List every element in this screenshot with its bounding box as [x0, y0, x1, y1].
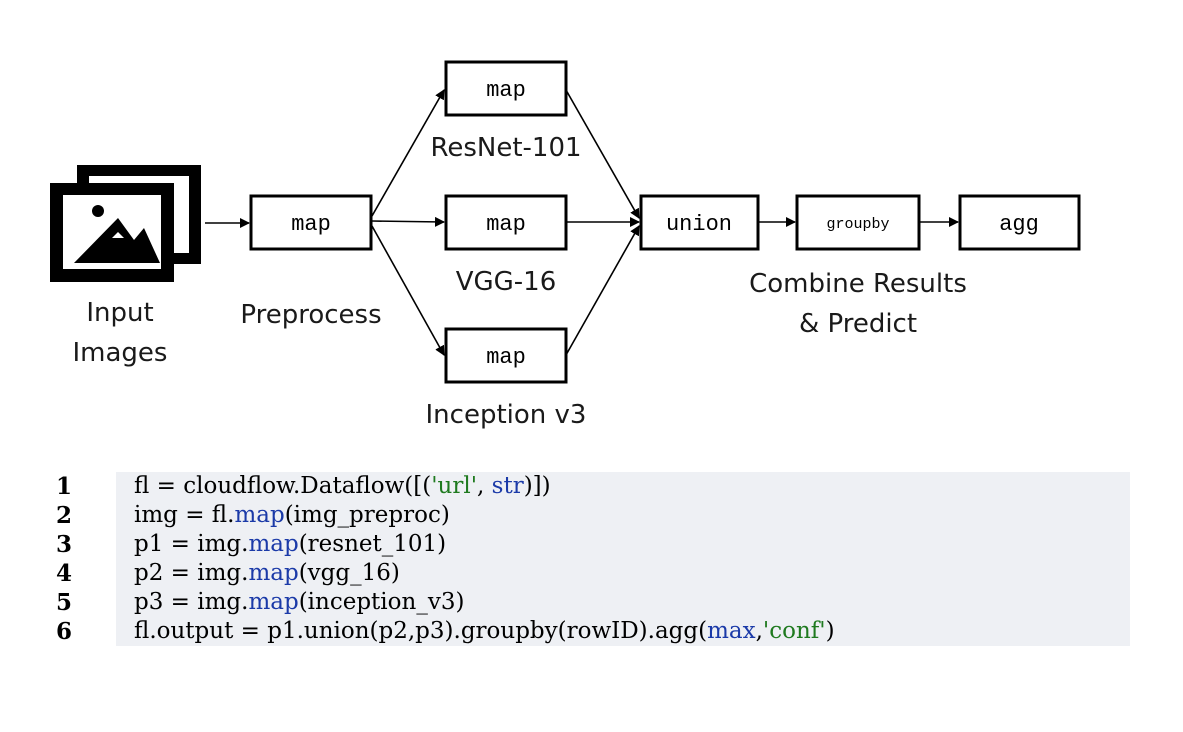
line-number: 3 — [56, 531, 73, 558]
inception-map-label: map — [486, 345, 526, 370]
edges — [205, 89, 959, 356]
code-token: p3 = img. — [134, 589, 249, 615]
code-token: )]) — [523, 473, 551, 499]
code-text: fl.output = p1.union(p2,p3).groupby(rowI… — [116, 617, 1130, 646]
preprocess-map-box — [249, 194, 373, 251]
code-text: p1 = img.map(resnet_101) — [116, 530, 1130, 559]
vgg-map-label: map — [486, 212, 526, 237]
code-line: 5 p3 = img.map(inception_v3) — [40, 588, 1130, 617]
code-keyword: map — [234, 502, 285, 528]
edge-inception-union — [565, 225, 640, 356]
edge-resnet-union — [565, 89, 640, 219]
combine-label-line2: & Predict — [799, 309, 917, 339]
code-token: fl.output = p1.union(p2,p3).groupby(rowI… — [134, 618, 708, 644]
code-token: , — [477, 473, 492, 499]
inception-label: Inception v3 — [426, 400, 587, 430]
code-token: (resnet_101) — [298, 531, 447, 557]
combine-label-line1: Combine Results — [749, 269, 967, 299]
code-token: p2 = img. — [134, 560, 249, 586]
code-token: ) — [825, 618, 835, 644]
code-token: (inception_v3) — [298, 589, 465, 615]
code-string: 'url' — [431, 473, 478, 499]
code-line: 4 p2 = img.map(vgg_16) — [40, 559, 1130, 588]
agg-box-label: agg — [999, 212, 1039, 237]
agg-box — [958, 194, 1081, 251]
code-text: p3 = img.map(inception_v3) — [116, 588, 1130, 617]
code-line: 3 p1 = img.map(resnet_101) — [40, 530, 1130, 559]
vgg-map-box — [444, 194, 568, 251]
union-box — [639, 194, 760, 251]
resnet-map-label: map — [486, 78, 526, 103]
dataflow-diagram: Input Images map Preprocess map ResNet-1… — [50, 60, 1081, 430]
union-box-label: union — [666, 212, 732, 237]
code-string: 'conf' — [762, 618, 826, 644]
code-text: img = fl.map(img_preproc) — [116, 501, 1130, 530]
code-token: fl = cloudflow.Dataflow([( — [134, 473, 432, 499]
line-number: 6 — [56, 618, 73, 645]
code-line: 6 fl.output = p1.union(p2,p3).groupby(row… — [40, 617, 1130, 646]
edge-preprocess-inception — [371, 225, 445, 356]
code-keyword: map — [248, 531, 299, 557]
code-token: p1 = img. — [134, 531, 249, 557]
code-line: 2 img = fl.map(img_preproc) — [40, 501, 1130, 530]
code-keyword: max — [707, 618, 756, 644]
vgg-label: VGG-16 — [456, 267, 557, 297]
code-token: (img_preproc) — [284, 502, 450, 528]
input-label-line2: Images — [73, 338, 168, 368]
line-number: 4 — [56, 560, 73, 587]
input-label-line1: Input — [86, 298, 153, 328]
line-number: 5 — [56, 589, 73, 616]
preprocess-label: Preprocess — [240, 300, 381, 330]
stacked-images-icon — [50, 165, 201, 282]
resnet-map-box — [444, 60, 568, 117]
preprocess-map-label: map — [291, 212, 331, 237]
code-keyword: map — [248, 589, 299, 615]
groupby-box-label: groupby — [826, 216, 889, 233]
line-number: 1 — [56, 473, 73, 500]
code-text: fl = cloudflow.Dataflow([('url', str)]) — [116, 472, 1130, 501]
edge-preprocess-resnet — [371, 89, 445, 217]
code-listing: 1 fl = cloudflow.Dataflow([('url', str)])… — [40, 472, 1130, 646]
code-text: p2 = img.map(vgg_16) — [116, 559, 1130, 588]
code-line: 1 fl = cloudflow.Dataflow([('url', str)]) — [40, 472, 1130, 501]
resnet-label: ResNet-101 — [430, 133, 581, 163]
code-token: (vgg_16) — [298, 560, 400, 586]
code-keyword: str — [491, 473, 524, 499]
inception-map-box — [444, 327, 568, 384]
code-token: , — [755, 618, 763, 644]
code-keyword: map — [248, 560, 299, 586]
line-number: 2 — [56, 502, 73, 529]
groupby-box — [795, 194, 921, 251]
edge-preprocess-vgg — [371, 216, 445, 227]
code-token: img = fl. — [134, 502, 235, 528]
